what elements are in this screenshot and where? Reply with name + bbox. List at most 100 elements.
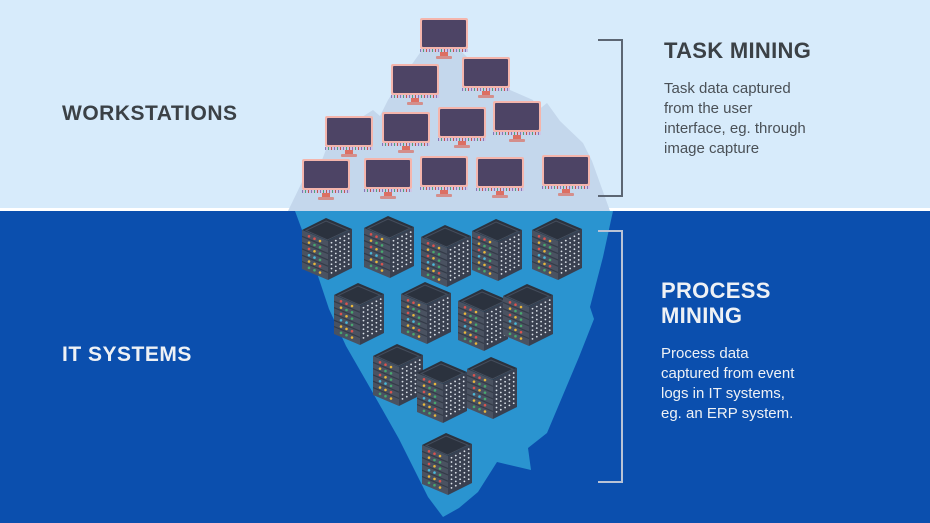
server-icon	[503, 284, 553, 346]
monitor-frame	[420, 18, 468, 49]
monitor-screen	[464, 59, 508, 86]
monitor-base	[341, 154, 357, 157]
monitor-screen	[422, 158, 466, 185]
monitor-stand	[458, 141, 466, 145]
monitor-screen	[422, 20, 466, 47]
server-icon	[422, 433, 472, 495]
server-rack-icon	[458, 289, 508, 351]
monitor-taskbar	[462, 88, 510, 91]
monitor-frame	[391, 64, 439, 95]
monitor-taskbar	[382, 143, 430, 146]
server-rack-icon	[364, 216, 414, 278]
server-icon	[373, 344, 423, 406]
monitor-stand	[322, 193, 330, 197]
monitor-screen	[393, 66, 437, 93]
monitor-taskbar	[325, 147, 373, 150]
monitor-base	[509, 139, 525, 142]
monitor-screen	[478, 159, 522, 186]
server-icon	[334, 283, 384, 345]
workstation-monitor-icon	[382, 112, 430, 153]
monitor-frame	[364, 158, 412, 189]
server-icon	[421, 225, 471, 287]
monitor-taskbar	[364, 189, 412, 192]
server-icon	[417, 361, 467, 423]
workstation-monitor-icon	[462, 57, 510, 98]
monitor-base	[478, 95, 494, 98]
monitor-frame	[542, 155, 590, 186]
monitor-frame	[302, 159, 350, 190]
server-icon	[302, 218, 352, 280]
server-rack-icon	[334, 283, 384, 345]
monitor-stand	[562, 189, 570, 193]
server-rack-icon	[472, 219, 522, 281]
monitor-screen	[366, 160, 410, 187]
server-rack-icon	[421, 225, 471, 287]
monitor-frame	[325, 116, 373, 147]
process-mining-callout: PROCESS MINING Process data captured fro…	[661, 278, 841, 424]
monitor-screen	[440, 109, 484, 136]
monitor-base	[318, 197, 334, 200]
monitor-screen	[304, 161, 348, 188]
monitor-stand	[402, 146, 410, 150]
monitor-screen	[327, 118, 371, 145]
server-rack-icon	[401, 282, 451, 344]
monitor-frame	[420, 156, 468, 187]
server-rack-icon	[467, 357, 517, 419]
monitor-stand	[345, 150, 353, 154]
monitor-base	[398, 150, 414, 153]
server-icon	[401, 282, 451, 344]
monitor-stand	[482, 91, 490, 95]
workstation-monitor-icon	[438, 107, 486, 148]
server-rack-icon	[503, 284, 553, 346]
monitor-stand	[411, 98, 419, 102]
monitor-stand	[496, 191, 504, 195]
monitor-frame	[493, 101, 541, 132]
workstation-monitor-icon	[391, 64, 439, 105]
server-rack-icon	[417, 361, 467, 423]
monitor-base	[558, 193, 574, 196]
workstation-monitor-icon	[302, 159, 350, 200]
monitor-frame	[462, 57, 510, 88]
monitor-screen	[544, 157, 588, 184]
monitor-stand	[440, 52, 448, 56]
monitor-taskbar	[542, 186, 590, 189]
monitor-base	[454, 145, 470, 148]
task-mining-heading: TASK MINING	[664, 38, 812, 63]
it-systems-label: IT SYSTEMS	[62, 343, 192, 366]
monitor-base	[492, 195, 508, 198]
server-rack-icon	[422, 433, 472, 495]
monitor-taskbar	[438, 138, 486, 141]
monitor-base	[380, 196, 396, 199]
server-icon	[472, 219, 522, 281]
server-rack-icon	[532, 218, 582, 280]
monitor-frame	[382, 112, 430, 143]
monitor-base	[407, 102, 423, 105]
workstations-label: WORKSTATIONS	[62, 102, 238, 125]
workstation-monitor-icon	[476, 157, 524, 198]
monitor-taskbar	[476, 188, 524, 191]
monitor-stand	[513, 135, 521, 139]
monitor-frame	[476, 157, 524, 188]
monitor-frame	[438, 107, 486, 138]
process-mining-description: Process data captured from event logs in…	[661, 345, 795, 422]
server-icon	[364, 216, 414, 278]
monitor-taskbar	[420, 187, 468, 190]
monitor-taskbar	[493, 132, 541, 135]
server-icon	[532, 218, 582, 280]
task-mining-callout: TASK MINING Task data captured from the …	[664, 38, 844, 159]
monitor-screen	[384, 114, 428, 141]
workstation-monitor-icon	[542, 155, 590, 196]
monitor-base	[436, 56, 452, 59]
monitor-taskbar	[302, 190, 350, 193]
monitor-taskbar	[420, 49, 468, 52]
server-rack-icon	[302, 218, 352, 280]
workstation-monitor-icon	[420, 156, 468, 197]
process-mining-bracket	[598, 230, 623, 483]
task-mining-description: Task data captured from the user interfa…	[664, 80, 806, 157]
task-mining-bracket	[598, 39, 623, 197]
workstation-monitor-icon	[420, 18, 468, 59]
workstation-monitor-icon	[493, 101, 541, 142]
monitor-taskbar	[391, 95, 439, 98]
monitor-screen	[495, 103, 539, 130]
